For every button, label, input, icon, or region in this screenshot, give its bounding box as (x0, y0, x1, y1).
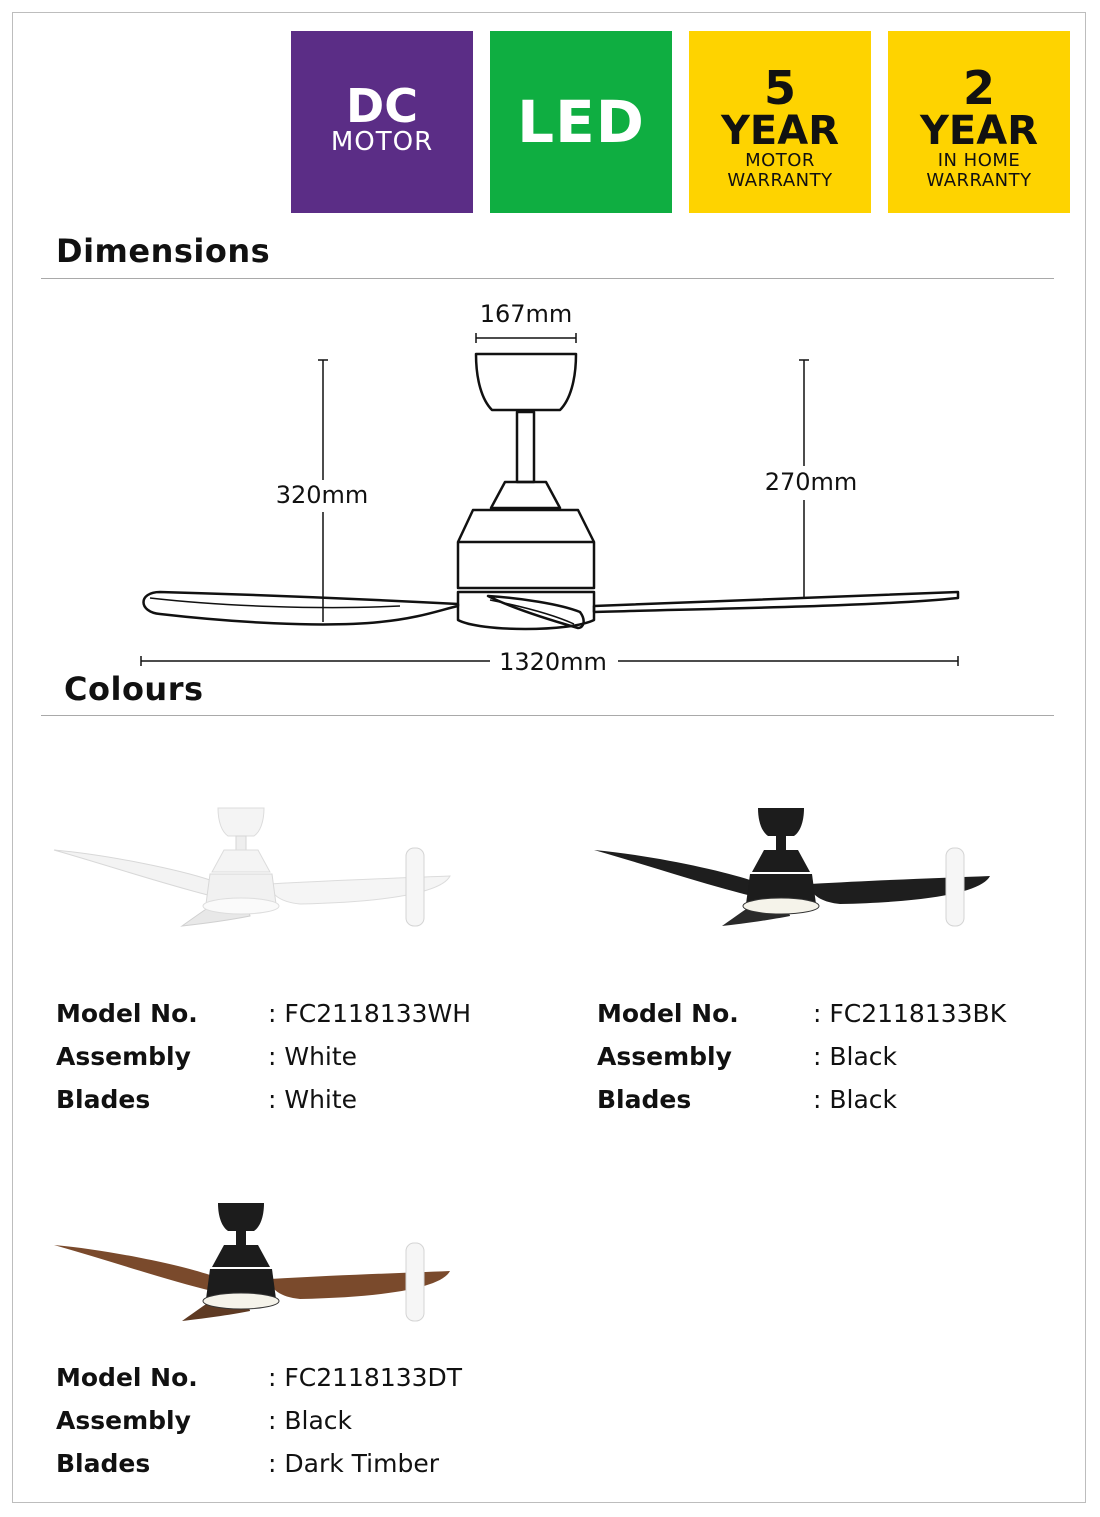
spec-block-black: Model No. : FC2118133BK Assembly : Black B… (597, 992, 1006, 1121)
motor-collar-outline (489, 480, 562, 510)
left-blade-outline (142, 590, 460, 626)
downrod-outline (515, 410, 536, 484)
motor-warranty-badge: 5 YEAR MOTOR WARRANTY (689, 31, 871, 213)
blades-value: : Black (813, 1085, 898, 1114)
left-drop-label: 320mm (276, 481, 369, 509)
spec-row-model: Model No. : FC2118133BK (597, 992, 1006, 1035)
model-value: : FC2118133BK (813, 999, 1007, 1028)
dc-motor-badge: DC MOTOR (291, 31, 473, 213)
spec-row-model: Model No. : FC2118133DT (56, 1356, 462, 1399)
dark-timber-fan-image (54, 1203, 450, 1322)
home-warranty-badge: 2 YEAR IN HOME WARRANTY (888, 31, 1070, 213)
motor-warranty-line1: MOTOR (745, 150, 815, 171)
spec-row-assembly: Assembly : White (56, 1035, 471, 1078)
right-drop-label: 270mm (765, 468, 858, 496)
dimensions-heading: Dimensions (56, 232, 271, 270)
page-border (12, 12, 1086, 1503)
model-value: : FC2118133WH (268, 999, 472, 1028)
black-fan (594, 808, 990, 927)
spec-row-blades: Blades : White (56, 1078, 471, 1121)
canopy-width-label: 167mm (480, 300, 573, 328)
dc-badge-small: MOTOR (330, 127, 434, 157)
assembly-label: Assembly (56, 1042, 191, 1071)
blades-label: Blades (56, 1449, 151, 1478)
spec-row-assembly: Assembly : Black (56, 1399, 462, 1442)
model-label: Model No. (597, 999, 739, 1028)
led-badge-label: LED (517, 88, 645, 156)
right-blade-outline (592, 590, 960, 614)
colours-heading: Colours (64, 670, 204, 708)
blades-value: : Dark Timber (268, 1449, 439, 1478)
assembly-value: : White (268, 1042, 358, 1071)
canopy-outline (474, 352, 578, 412)
section-divider (41, 278, 1054, 279)
dc-badge-big: DC (346, 79, 418, 133)
assembly-label: Assembly (56, 1406, 191, 1435)
black-fan-image (594, 808, 990, 927)
front-blade-outline (486, 594, 585, 630)
blades-label: Blades (597, 1085, 692, 1114)
spec-row-model: Model No. : FC2118133WH (56, 992, 471, 1035)
white-fan-image (53, 807, 451, 927)
fan-dimension-diagram: 167mm 320mm 270mm 1320mm (140, 300, 960, 676)
spec-row-assembly: Assembly : Black (597, 1035, 1006, 1078)
home-warranty-line2: WARRANTY (926, 170, 1032, 191)
assembly-value: : Black (813, 1042, 898, 1071)
white-fan (53, 807, 451, 927)
motor-warranty-line2: WARRANTY (727, 170, 833, 191)
model-label: Model No. (56, 999, 198, 1028)
blades-value: : White (268, 1085, 358, 1114)
spec-row-blades: Blades : Dark Timber (56, 1442, 462, 1485)
led-badge: LED (490, 31, 672, 213)
spec-block-dark-timber: Model No. : FC2118133DT Assembly : Black B… (56, 1356, 462, 1485)
model-label: Model No. (56, 1363, 198, 1392)
motor-warranty-unit: YEAR (720, 108, 840, 154)
dark-timber-fan (54, 1203, 450, 1322)
spec-block-white: Model No. : FC2118133WH Assembly : White B… (56, 992, 471, 1121)
home-warranty-line1: IN HOME (937, 150, 1021, 171)
motor-warranty-num: 5 (763, 61, 796, 115)
blades-label: Blades (56, 1085, 151, 1114)
motor-housing-outline (456, 508, 596, 590)
model-value: : FC2118133DT (268, 1363, 463, 1392)
section-divider (41, 715, 1054, 716)
home-warranty-unit: YEAR (919, 108, 1039, 154)
assembly-value: : Black (268, 1406, 353, 1435)
spec-row-blades: Blades : Black (597, 1078, 1006, 1121)
light-kit-outline (456, 590, 596, 631)
span-label: 1320mm (499, 648, 607, 676)
home-warranty-num: 2 (962, 61, 995, 115)
assembly-label: Assembly (597, 1042, 732, 1071)
